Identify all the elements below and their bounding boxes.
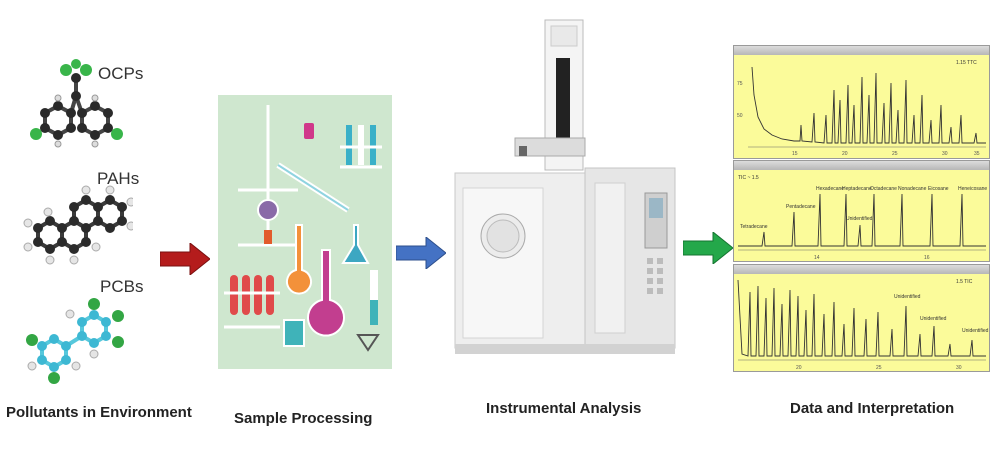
- arrow-right-icon: [683, 232, 733, 264]
- panel-title-bar: [734, 46, 989, 55]
- chromatogram-1-trace: [751, 66, 986, 144]
- arrow-right-icon: [396, 237, 446, 269]
- panel1-x-tick: 30: [942, 151, 948, 157]
- peak-label: Nonadecane: [898, 186, 927, 192]
- gc-ms-instrument-icon: [454, 19, 676, 354]
- panel-title-bar: [734, 161, 989, 170]
- panel2-x-tick: 14: [814, 255, 820, 261]
- panel1-y-tick: 50: [737, 113, 743, 119]
- pah-molecule-icon: [23, 185, 133, 265]
- peak-label: Unidentified: [846, 216, 873, 222]
- chromatogram-panel-1: 1.15 TTC 75 50 15 20 25 30 35: [733, 45, 990, 159]
- pcb-label: PCBs: [100, 277, 144, 296]
- stage-label-instrumental: Instrumental Analysis: [486, 400, 642, 417]
- panel3-x-tick: 30: [956, 365, 962, 371]
- peak-label: Hexadecane: [816, 186, 844, 192]
- arrow-2-shape: [396, 237, 446, 269]
- chromatogram-3: 1.5 TIC Unidentified Unidentified Uniden…: [737, 279, 989, 371]
- panel3-corner-label: 1.5 TIC: [956, 279, 973, 285]
- panel1-corner-label: 1.15 TTC: [956, 60, 977, 66]
- peak-label: Pentadecane: [786, 204, 816, 210]
- chromatogram-panel-3: 1.5 TIC Unidentified Unidentified Uniden…: [733, 264, 990, 372]
- chromatogram-2: TIC ~ 1.5 Tetradecane Pentadecane Hexade…: [738, 175, 987, 261]
- arrow-3-shape: [683, 232, 733, 264]
- peak-label: Unidentified: [920, 316, 947, 322]
- peak-label: Heneicosane: [958, 186, 987, 192]
- chromatogram-3-trace: [737, 279, 986, 357]
- panel1-x-tick: 25: [892, 151, 898, 157]
- chromatogram-1: 1.15 TTC 75 50 15 20 25 30 35: [737, 60, 986, 157]
- panel2-x-tick: 16: [924, 255, 930, 261]
- peak-label: Heptadecane: [842, 186, 872, 192]
- pah-label: PAHs: [97, 169, 140, 188]
- chromatogram-2-trace: [738, 193, 986, 247]
- panel3-x-tick: 20: [796, 365, 802, 371]
- panel-title-bar: [734, 265, 989, 274]
- panel1-x-tick: 15: [792, 151, 798, 157]
- peak-label: Unidentified: [894, 294, 921, 300]
- panel3-x-tick: 25: [876, 365, 882, 371]
- lab-glassware-icon: [224, 105, 382, 352]
- arrow-right-icon: [160, 243, 210, 275]
- chromatogram-panel-2: TIC ~ 1.5 Tetradecane Pentadecane Hexade…: [733, 160, 990, 262]
- panel1-y-tick: 75: [737, 81, 743, 87]
- peak-label: Tetradecane: [740, 224, 768, 230]
- panel1-x-tick: 35: [974, 151, 980, 157]
- panel1-x-tick: 20: [842, 151, 848, 157]
- stage-label-sample: Sample Processing: [234, 410, 373, 427]
- ocp-label: OCPs: [98, 64, 144, 83]
- peak-label: Octadecane: [870, 186, 897, 192]
- arrow-1-shape: [160, 243, 210, 275]
- sample-processing-illustration: [218, 95, 392, 369]
- stage-label-pollutants: Pollutants in Environment: [6, 404, 192, 421]
- stage-label-data: Data and Interpretation: [790, 400, 955, 417]
- panel2-corner-label: TIC ~ 1.5: [738, 175, 759, 181]
- ocp-molecule-icon: [30, 59, 123, 148]
- peak-label: Unidentified: [962, 328, 989, 334]
- peak-label: Eicosane: [928, 186, 949, 192]
- pcb-molecule-icon: [26, 298, 124, 384]
